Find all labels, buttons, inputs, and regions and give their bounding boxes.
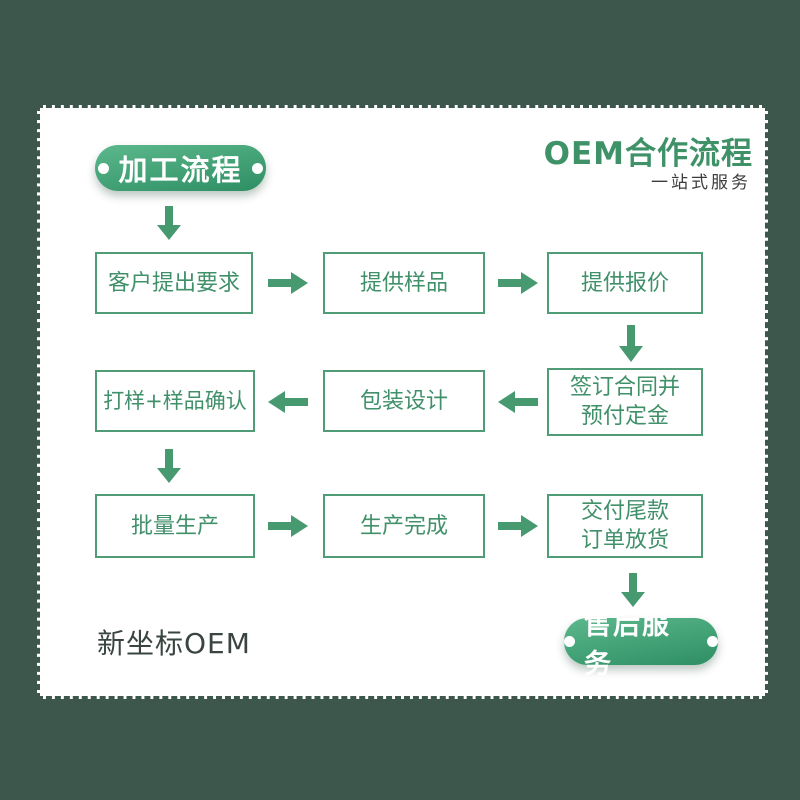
page-subtitle: 一站式服务	[651, 173, 751, 193]
arrow-down-icon	[620, 573, 646, 607]
flow-box-final-payment-shipping: 交付尾款 订单放货	[547, 494, 703, 558]
flow-box-provide-quote: 提供报价	[547, 252, 703, 314]
page-title: OEM合作流程	[543, 136, 753, 172]
flow-box-provide-sample: 提供样品	[323, 252, 485, 314]
arrow-right-icon	[268, 514, 308, 538]
brand-text: 新坐标OEM	[97, 627, 251, 660]
arrow-left-icon	[268, 390, 308, 414]
badge-dot-icon	[251, 162, 263, 174]
flow-box-customer-request: 客户提出要求	[95, 252, 253, 314]
process-start-badge-label: 加工流程	[118, 153, 243, 187]
arrow-down-icon	[156, 449, 182, 483]
process-start-badge: 加工流程	[95, 145, 266, 191]
arrow-down-icon	[618, 325, 644, 362]
flow-box-sampling-confirmation: 打样+样品确认	[95, 370, 255, 432]
badge-dot-icon	[564, 636, 575, 647]
after-sales-badge: 售后服务	[564, 610, 718, 680]
flow-box-mass-production: 批量生产	[95, 494, 255, 558]
flow-box-packaging-design: 包装设计	[323, 370, 485, 432]
flow-box-production-complete: 生产完成	[323, 494, 485, 558]
arrow-right-icon	[498, 271, 538, 295]
badge-dot-icon	[98, 162, 110, 174]
arrow-left-icon	[498, 390, 538, 414]
flowchart-card: OEM合作流程 一站式服务 加工流程 客户提出要求 提供样品 提供报	[37, 105, 768, 699]
badge-dot-icon	[707, 636, 718, 647]
arrow-right-icon	[498, 514, 538, 538]
flow-box-sign-contract-deposit: 签订合同并 预付定金	[547, 368, 703, 436]
after-sales-badge-label: 售后服务	[584, 609, 671, 680]
arrow-down-icon	[156, 206, 182, 240]
arrow-right-icon	[268, 271, 308, 295]
